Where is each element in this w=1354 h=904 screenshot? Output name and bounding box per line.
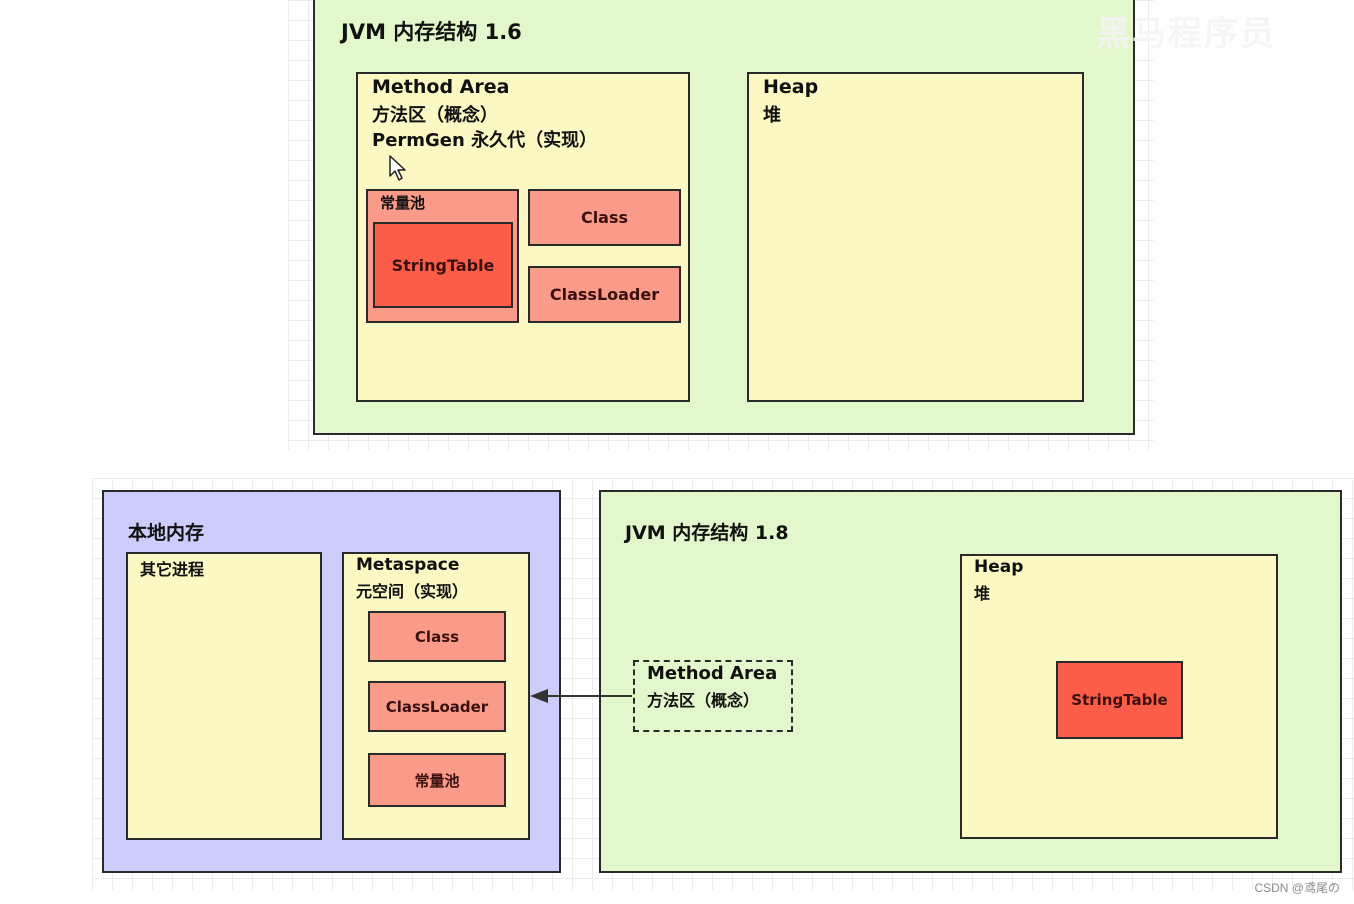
watermark-text: 黑马程序员 [1096, 14, 1276, 54]
other-processes-label: 其它进程 [140, 560, 205, 579]
watermark-logo: 黑马程序员 [1096, 6, 1276, 55]
heap-cn-label: 堆 [763, 105, 781, 126]
jvm16-method-area: Method Area 方法区（概念） PermGen 永久代（实现） 常量池 … [356, 72, 690, 402]
other-processes-box: 其它进程 [126, 552, 322, 840]
jvm16-container: JVM 内存结构 1.6 Method Area 方法区（概念） PermGen… [313, 0, 1135, 435]
constant-pool-box: 常量池 StringTable [366, 189, 519, 323]
class-box: Class [528, 189, 681, 246]
jvm18-heap-cn-label: 堆 [974, 584, 991, 603]
string-table-box: StringTable [373, 222, 513, 308]
jvm18-heap-label: Heap [974, 557, 1024, 577]
jvm16-title: JVM 内存结构 1.6 [341, 20, 522, 44]
method-area-concept-label: 方法区（概念） [372, 105, 498, 126]
classloader-box: ClassLoader [528, 266, 681, 323]
jvm18-string-table-box: StringTable [1056, 661, 1183, 739]
metaspace-constant-pool-box: 常量池 [368, 753, 506, 807]
native-memory-container: 本地内存 其它进程 Metaspace 元空间（实现） Class ClassL… [102, 490, 561, 873]
string-table-label: StringTable [391, 255, 495, 275]
method-area-to-metaspace-arrow [530, 689, 632, 703]
metaspace-impl-label: 元空间（实现） [356, 582, 469, 601]
jvm18-method-area-label: Method Area [647, 663, 778, 684]
jvm16-heap: Heap 堆 [747, 72, 1084, 402]
class-label: Class [580, 208, 629, 227]
jvm18-container: JVM 内存结构 1.8 Method Area 方法区（概念） Heap 堆 … [599, 490, 1342, 873]
heap-label: Heap [763, 76, 819, 98]
metaspace-class-label: Class [414, 627, 460, 646]
metaspace-constant-pool-label: 常量池 [414, 771, 460, 790]
metaspace-label: Metaspace [356, 555, 460, 575]
metaspace-classloader-label: ClassLoader [385, 697, 489, 716]
jvm18-title: JVM 内存结构 1.8 [625, 522, 789, 544]
metaspace-class-box: Class [368, 611, 506, 662]
permgen-label: PermGen 永久代（实现） [372, 130, 598, 151]
classloader-label: ClassLoader [549, 285, 660, 304]
native-memory-title: 本地内存 [128, 522, 205, 544]
jvm18-method-area-concept-label: 方法区（概念） [647, 691, 760, 710]
metaspace-box: Metaspace 元空间（实现） Class ClassLoader 常量池 [342, 552, 530, 840]
mouse-cursor-icon [389, 155, 406, 181]
metaspace-classloader-box: ClassLoader [368, 681, 506, 732]
method-area-label: Method Area [372, 76, 510, 98]
csdn-credit: CSDN @鸢尾の [1254, 881, 1340, 895]
jvm18-heap: Heap 堆 StringTable [960, 554, 1278, 839]
constant-pool-label: 常量池 [380, 194, 426, 212]
jvm18-method-area: Method Area 方法区（概念） [633, 660, 793, 732]
jvm18-string-table-label: StringTable [1071, 691, 1168, 709]
